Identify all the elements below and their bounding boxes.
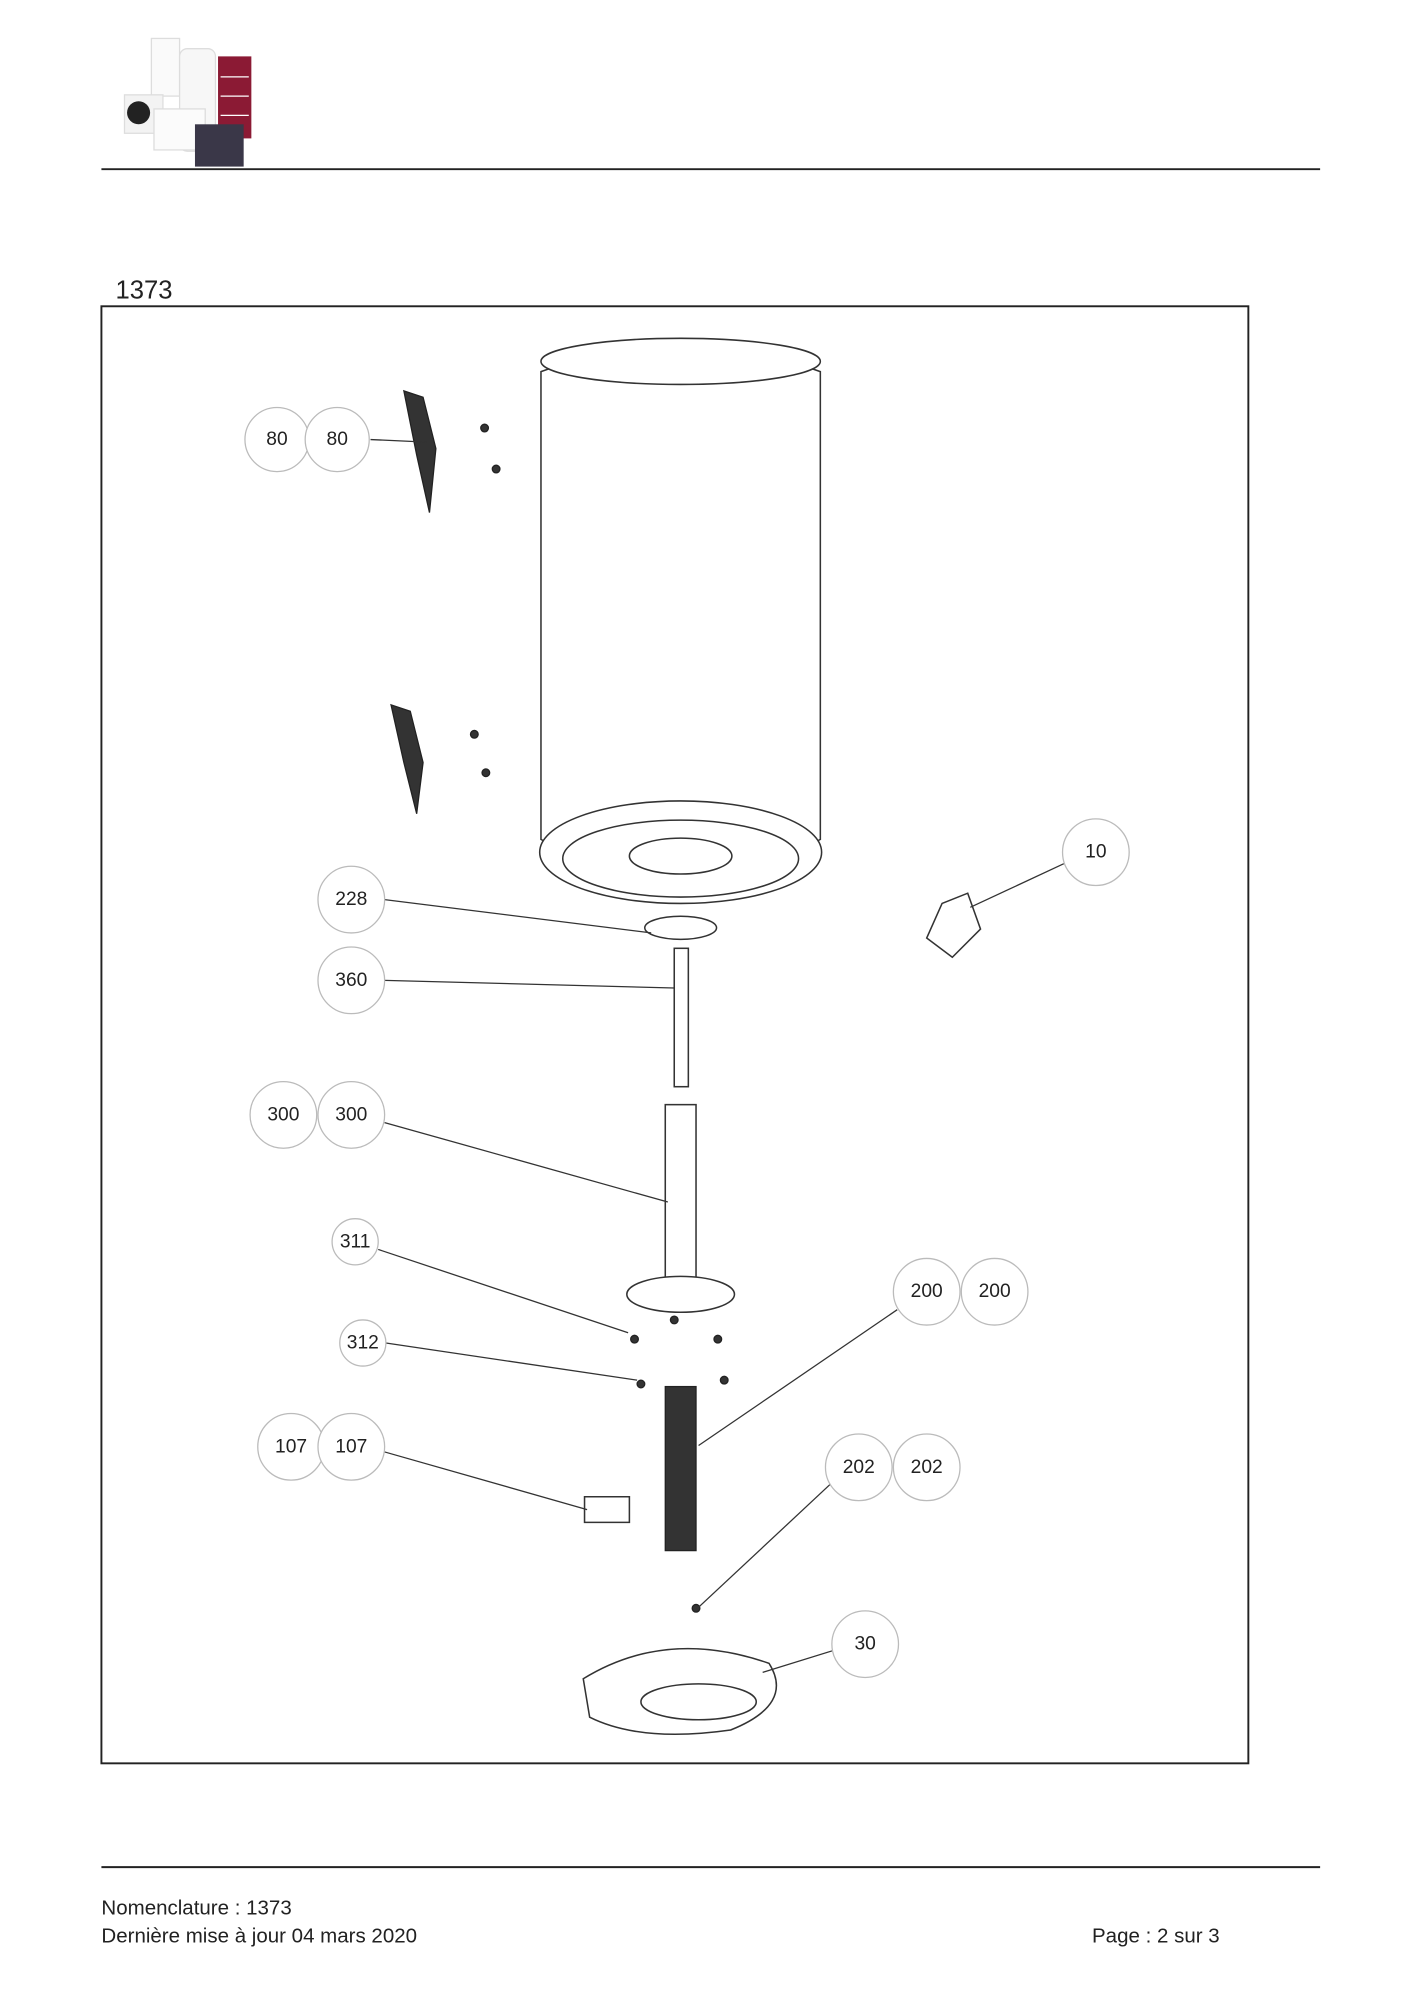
svg-text:202: 202	[843, 1457, 875, 1478]
callout-107[interactable]: 107	[257, 1412, 326, 1481]
svg-text:311: 311	[340, 1231, 371, 1252]
brand-logo-image	[123, 37, 252, 167]
svg-text:300: 300	[267, 1104, 299, 1125]
diagram-frame	[100, 305, 1250, 1765]
leader-lines	[370, 438, 1065, 1673]
callout-107-alt[interactable]: 107	[317, 1412, 386, 1481]
callout-360[interactable]: 360	[317, 946, 386, 1015]
callout-300-alt[interactable]: 300	[317, 1080, 386, 1149]
callout-10[interactable]: 10	[1061, 818, 1130, 887]
svg-text:200: 200	[911, 1281, 943, 1302]
callout-30[interactable]: 30	[831, 1610, 900, 1679]
callout-202-alt[interactable]: 202	[892, 1433, 961, 1502]
footer-page-number: Page : 2 sur 3	[1092, 1925, 1220, 1948]
svg-text:360: 360	[335, 970, 367, 991]
svg-text:228: 228	[335, 889, 367, 910]
svg-text:107: 107	[275, 1436, 307, 1457]
svg-text:107: 107	[335, 1436, 367, 1457]
callout-200[interactable]: 200	[892, 1257, 961, 1326]
svg-text:80: 80	[266, 429, 287, 450]
svg-text:10: 10	[1085, 842, 1106, 863]
callout-202[interactable]: 202	[824, 1433, 893, 1502]
water-heater-drawing	[390, 337, 982, 1736]
callout-228[interactable]: 228	[317, 865, 386, 934]
svg-text:202: 202	[911, 1457, 943, 1478]
svg-text:30: 30	[854, 1634, 875, 1655]
svg-text:200: 200	[979, 1281, 1011, 1302]
callout-200-alt[interactable]: 200	[960, 1257, 1029, 1326]
callout-80[interactable]: 80	[244, 406, 310, 473]
callout-80-alt[interactable]: 80	[304, 406, 370, 473]
svg-text:312: 312	[347, 1333, 379, 1354]
callout-312[interactable]: 312	[339, 1319, 387, 1367]
svg-text:300: 300	[335, 1104, 367, 1125]
svg-text:80: 80	[327, 429, 348, 450]
callout-311[interactable]: 311	[331, 1218, 379, 1266]
footer-updated-date: Dernière mise à jour 04 mars 2020	[101, 1925, 417, 1948]
callout-300[interactable]: 300	[249, 1080, 318, 1149]
diagram-title: 1373	[116, 277, 173, 305]
footer-nomenclature: Nomenclature : 1373	[101, 1897, 291, 1920]
